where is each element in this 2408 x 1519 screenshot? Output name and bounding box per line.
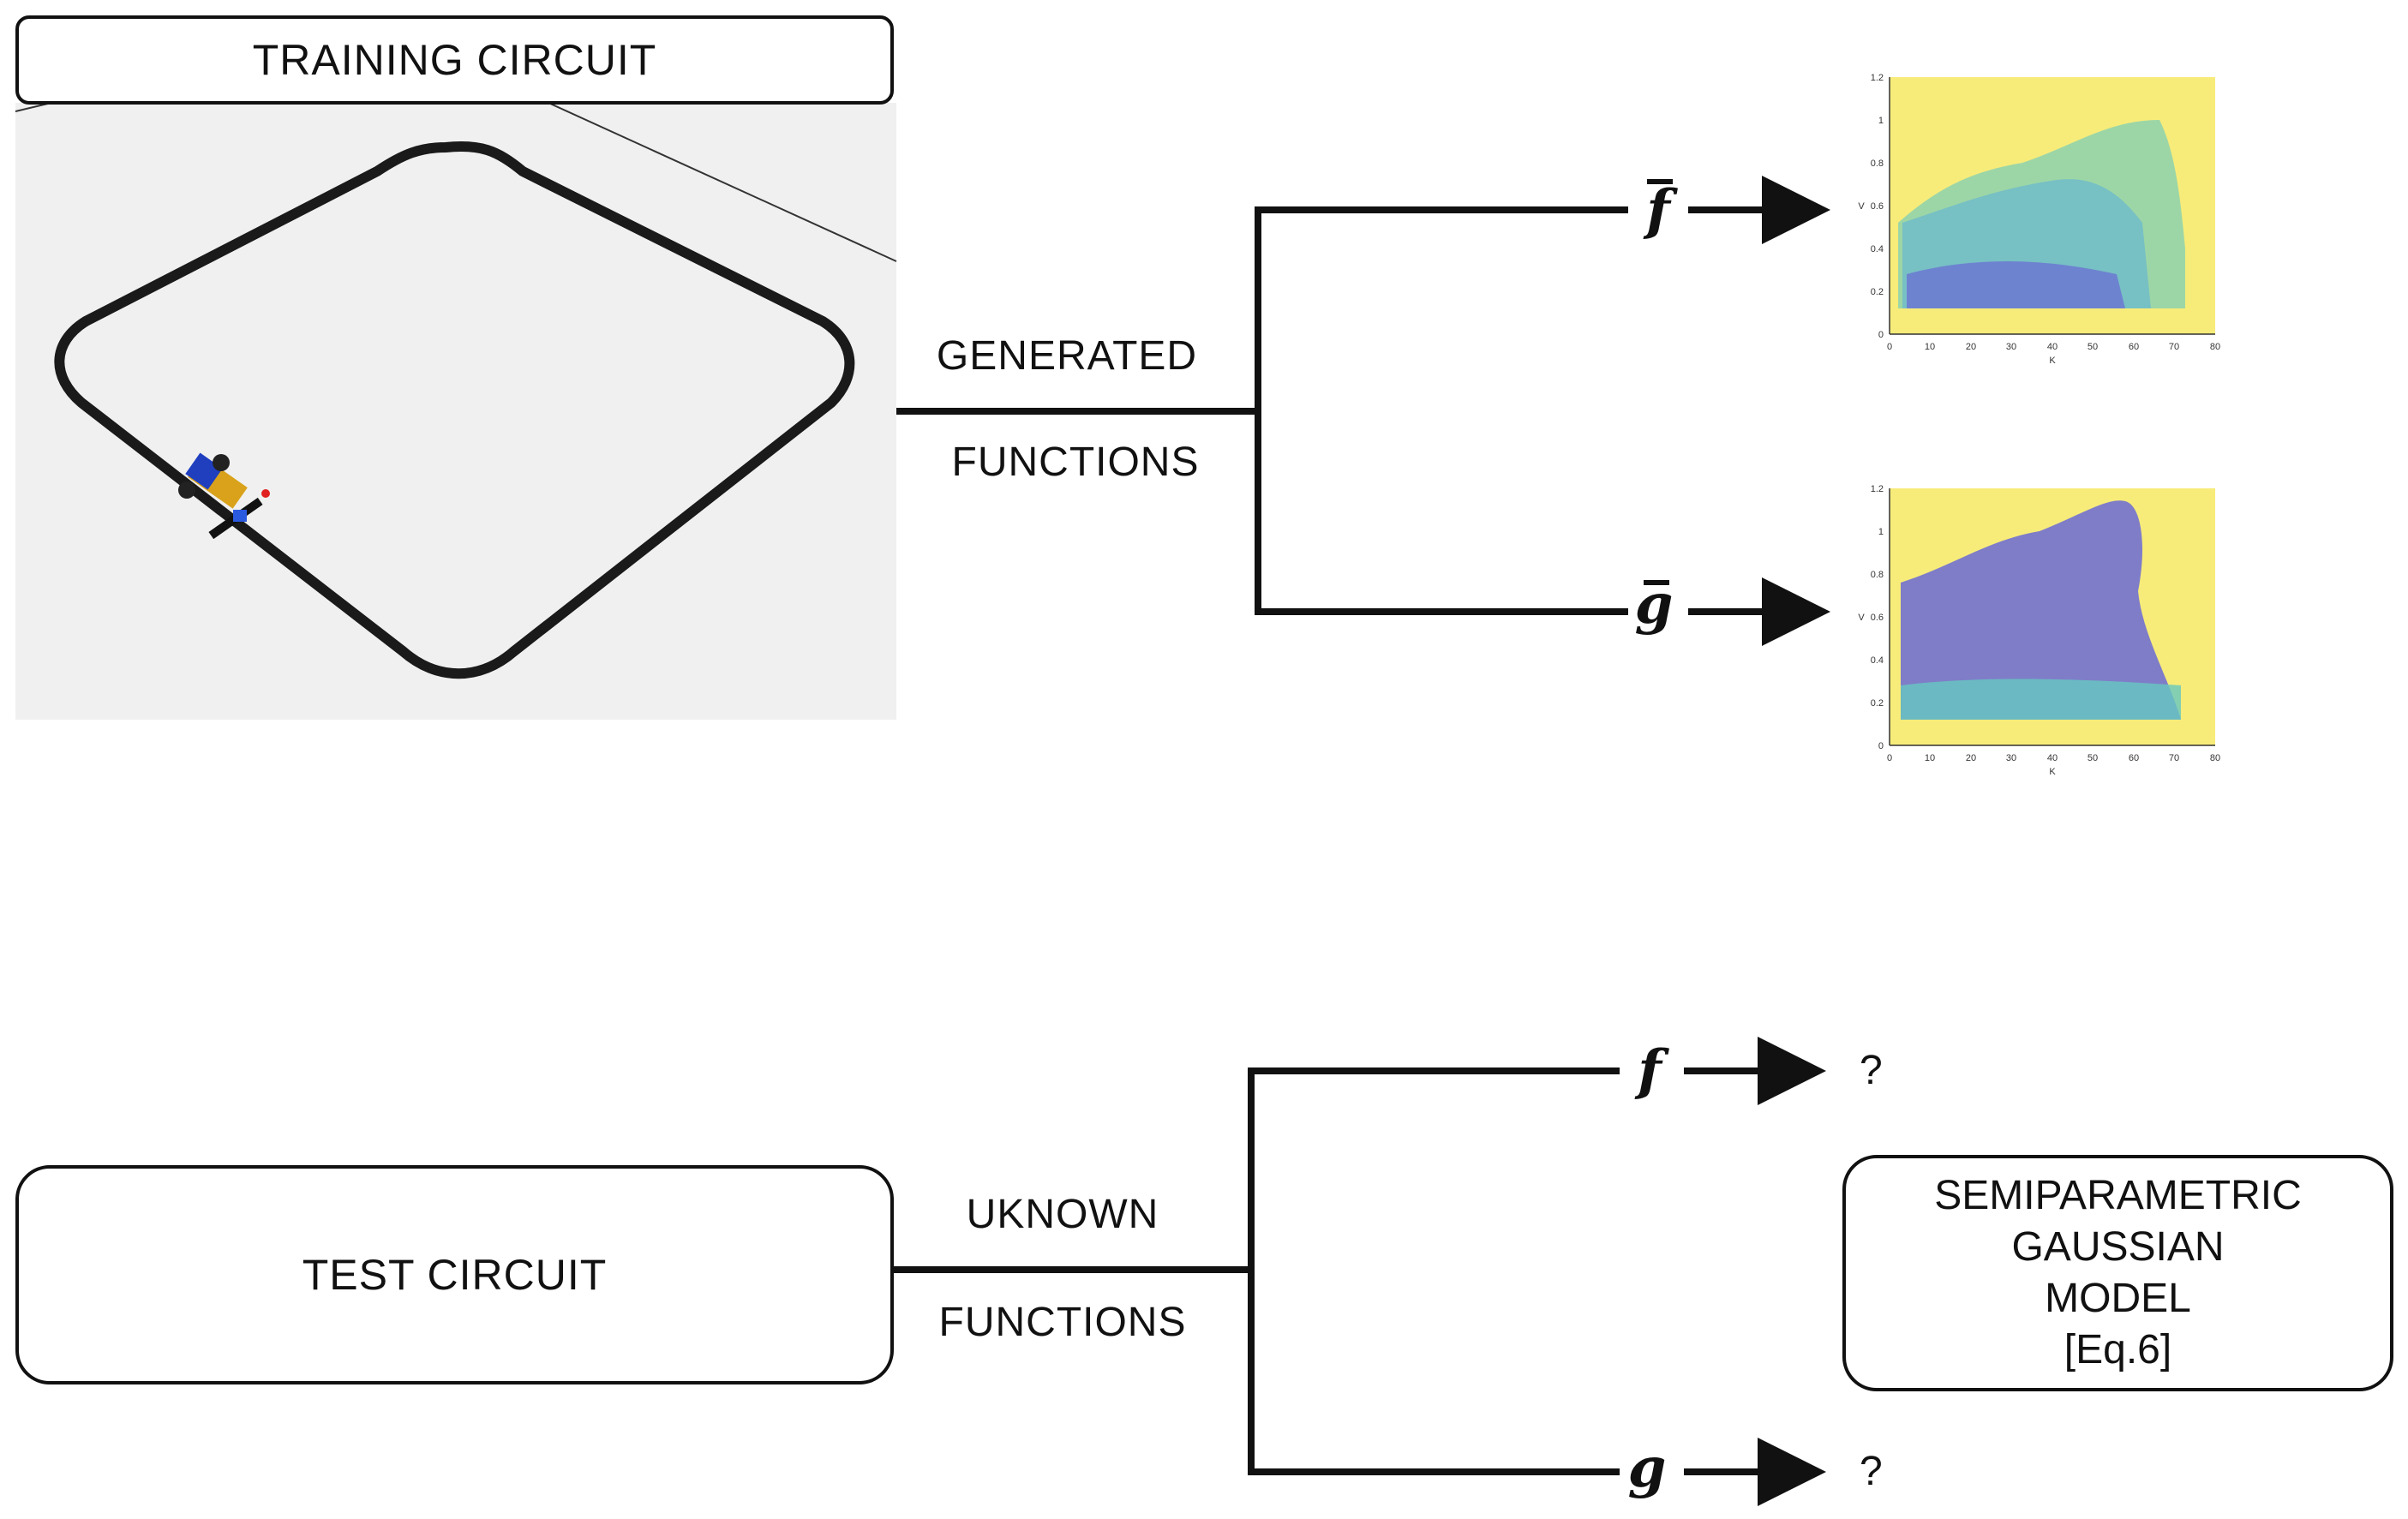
tick-label: 0: [1878, 330, 1884, 340]
generated-label-line1: GENERATED: [936, 333, 1198, 379]
unknown-label-line2: FUNCTIONS: [938, 1300, 1187, 1345]
tick-label: 0.6: [1871, 201, 1884, 212]
g-result: ?: [1860, 1449, 1883, 1494]
tick-label: 40: [2047, 753, 2058, 763]
model-line1: SEMIPARAMETRIC: [1934, 1173, 2302, 1218]
tick-label: 60: [2129, 342, 2139, 352]
g-symbol: g: [1627, 1436, 1667, 1500]
tick-label: 80: [2210, 342, 2220, 352]
tick-label: 0.2: [1871, 698, 1884, 709]
f-result: ?: [1860, 1048, 1883, 1093]
tick-label: 0.6: [1871, 613, 1884, 623]
tick-label: 0.4: [1871, 244, 1884, 254]
tick-label: 70: [2169, 342, 2179, 352]
training-circuit-title: TRAINING CIRCUIT: [252, 36, 657, 84]
tick-label: 1: [1878, 116, 1884, 126]
f-symbol: f: [1638, 1038, 1662, 1103]
tick-label: 1.2: [1871, 484, 1884, 494]
tick-label: 0.4: [1871, 655, 1884, 666]
model-line4: [Eq.6]: [2064, 1327, 2172, 1372]
training-circuit-image: [15, 102, 897, 720]
tick-label: 40: [2047, 342, 2058, 352]
tick-label: 50: [2088, 753, 2098, 763]
tick-label: 0.2: [1871, 287, 1884, 297]
test-circuit-box: TEST CIRCUIT: [15, 1165, 894, 1384]
plot-g-bar: [1889, 488, 2215, 746]
tick-label: 20: [1966, 342, 1976, 352]
tick-label: 0: [1887, 753, 1892, 763]
tick-label: 70: [2169, 753, 2179, 763]
tick-label: 1: [1878, 527, 1884, 537]
generated-label-line2: FUNCTIONS: [951, 440, 1200, 485]
axis-label-y: V: [1858, 613, 1865, 623]
tick-label: 50: [2088, 342, 2098, 352]
axis-label-x: K: [2049, 767, 2056, 777]
track-loop: [54, 141, 855, 679]
training-circuit-title-box: TRAINING CIRCUIT: [15, 15, 894, 105]
tick-label: 10: [1925, 342, 1935, 352]
plot-f-ticks: 0 10 20 30 40 50 60 70 80 K 0 0.2 0.4 0.…: [1858, 73, 2220, 366]
plot-f-axes: [1889, 77, 2215, 335]
tick-label: 0.8: [1871, 570, 1884, 580]
tick-label: 80: [2210, 753, 2220, 763]
model-line3: MODEL: [2045, 1276, 2191, 1321]
f-bar-symbol: f: [1646, 178, 1670, 242]
tick-label: 1.2: [1871, 73, 1884, 83]
plot-f-bar: [1889, 77, 2215, 335]
tick-label: 20: [1966, 753, 1976, 763]
test-circuit-title: TEST CIRCUIT: [302, 1251, 608, 1299]
g-bar-symbol: g: [1634, 572, 1674, 637]
tick-label: 0.8: [1871, 158, 1884, 169]
model-line2: GAUSSIAN: [2011, 1224, 2225, 1270]
robot-car-icon: [178, 452, 270, 540]
plot-g-axes: [1889, 488, 2215, 746]
axis-label-y: V: [1858, 201, 1865, 212]
plot-g-ticks: 0 10 20 30 40 50 60 70 80 K 0 0.2 0.4 0.…: [1858, 484, 2220, 777]
model-box: SEMIPARAMETRIC GAUSSIAN MODEL [Eq.6]: [1842, 1155, 2393, 1391]
tick-label: 0: [1887, 342, 1892, 352]
tick-label: 10: [1925, 753, 1935, 763]
tick-label: 30: [2006, 342, 2016, 352]
axis-label-x: K: [2049, 356, 2056, 366]
tick-label: 30: [2006, 753, 2016, 763]
tick-label: 60: [2129, 753, 2139, 763]
unknown-label-line1: UKNOWN: [966, 1192, 1159, 1237]
tick-label: 0: [1878, 741, 1884, 751]
